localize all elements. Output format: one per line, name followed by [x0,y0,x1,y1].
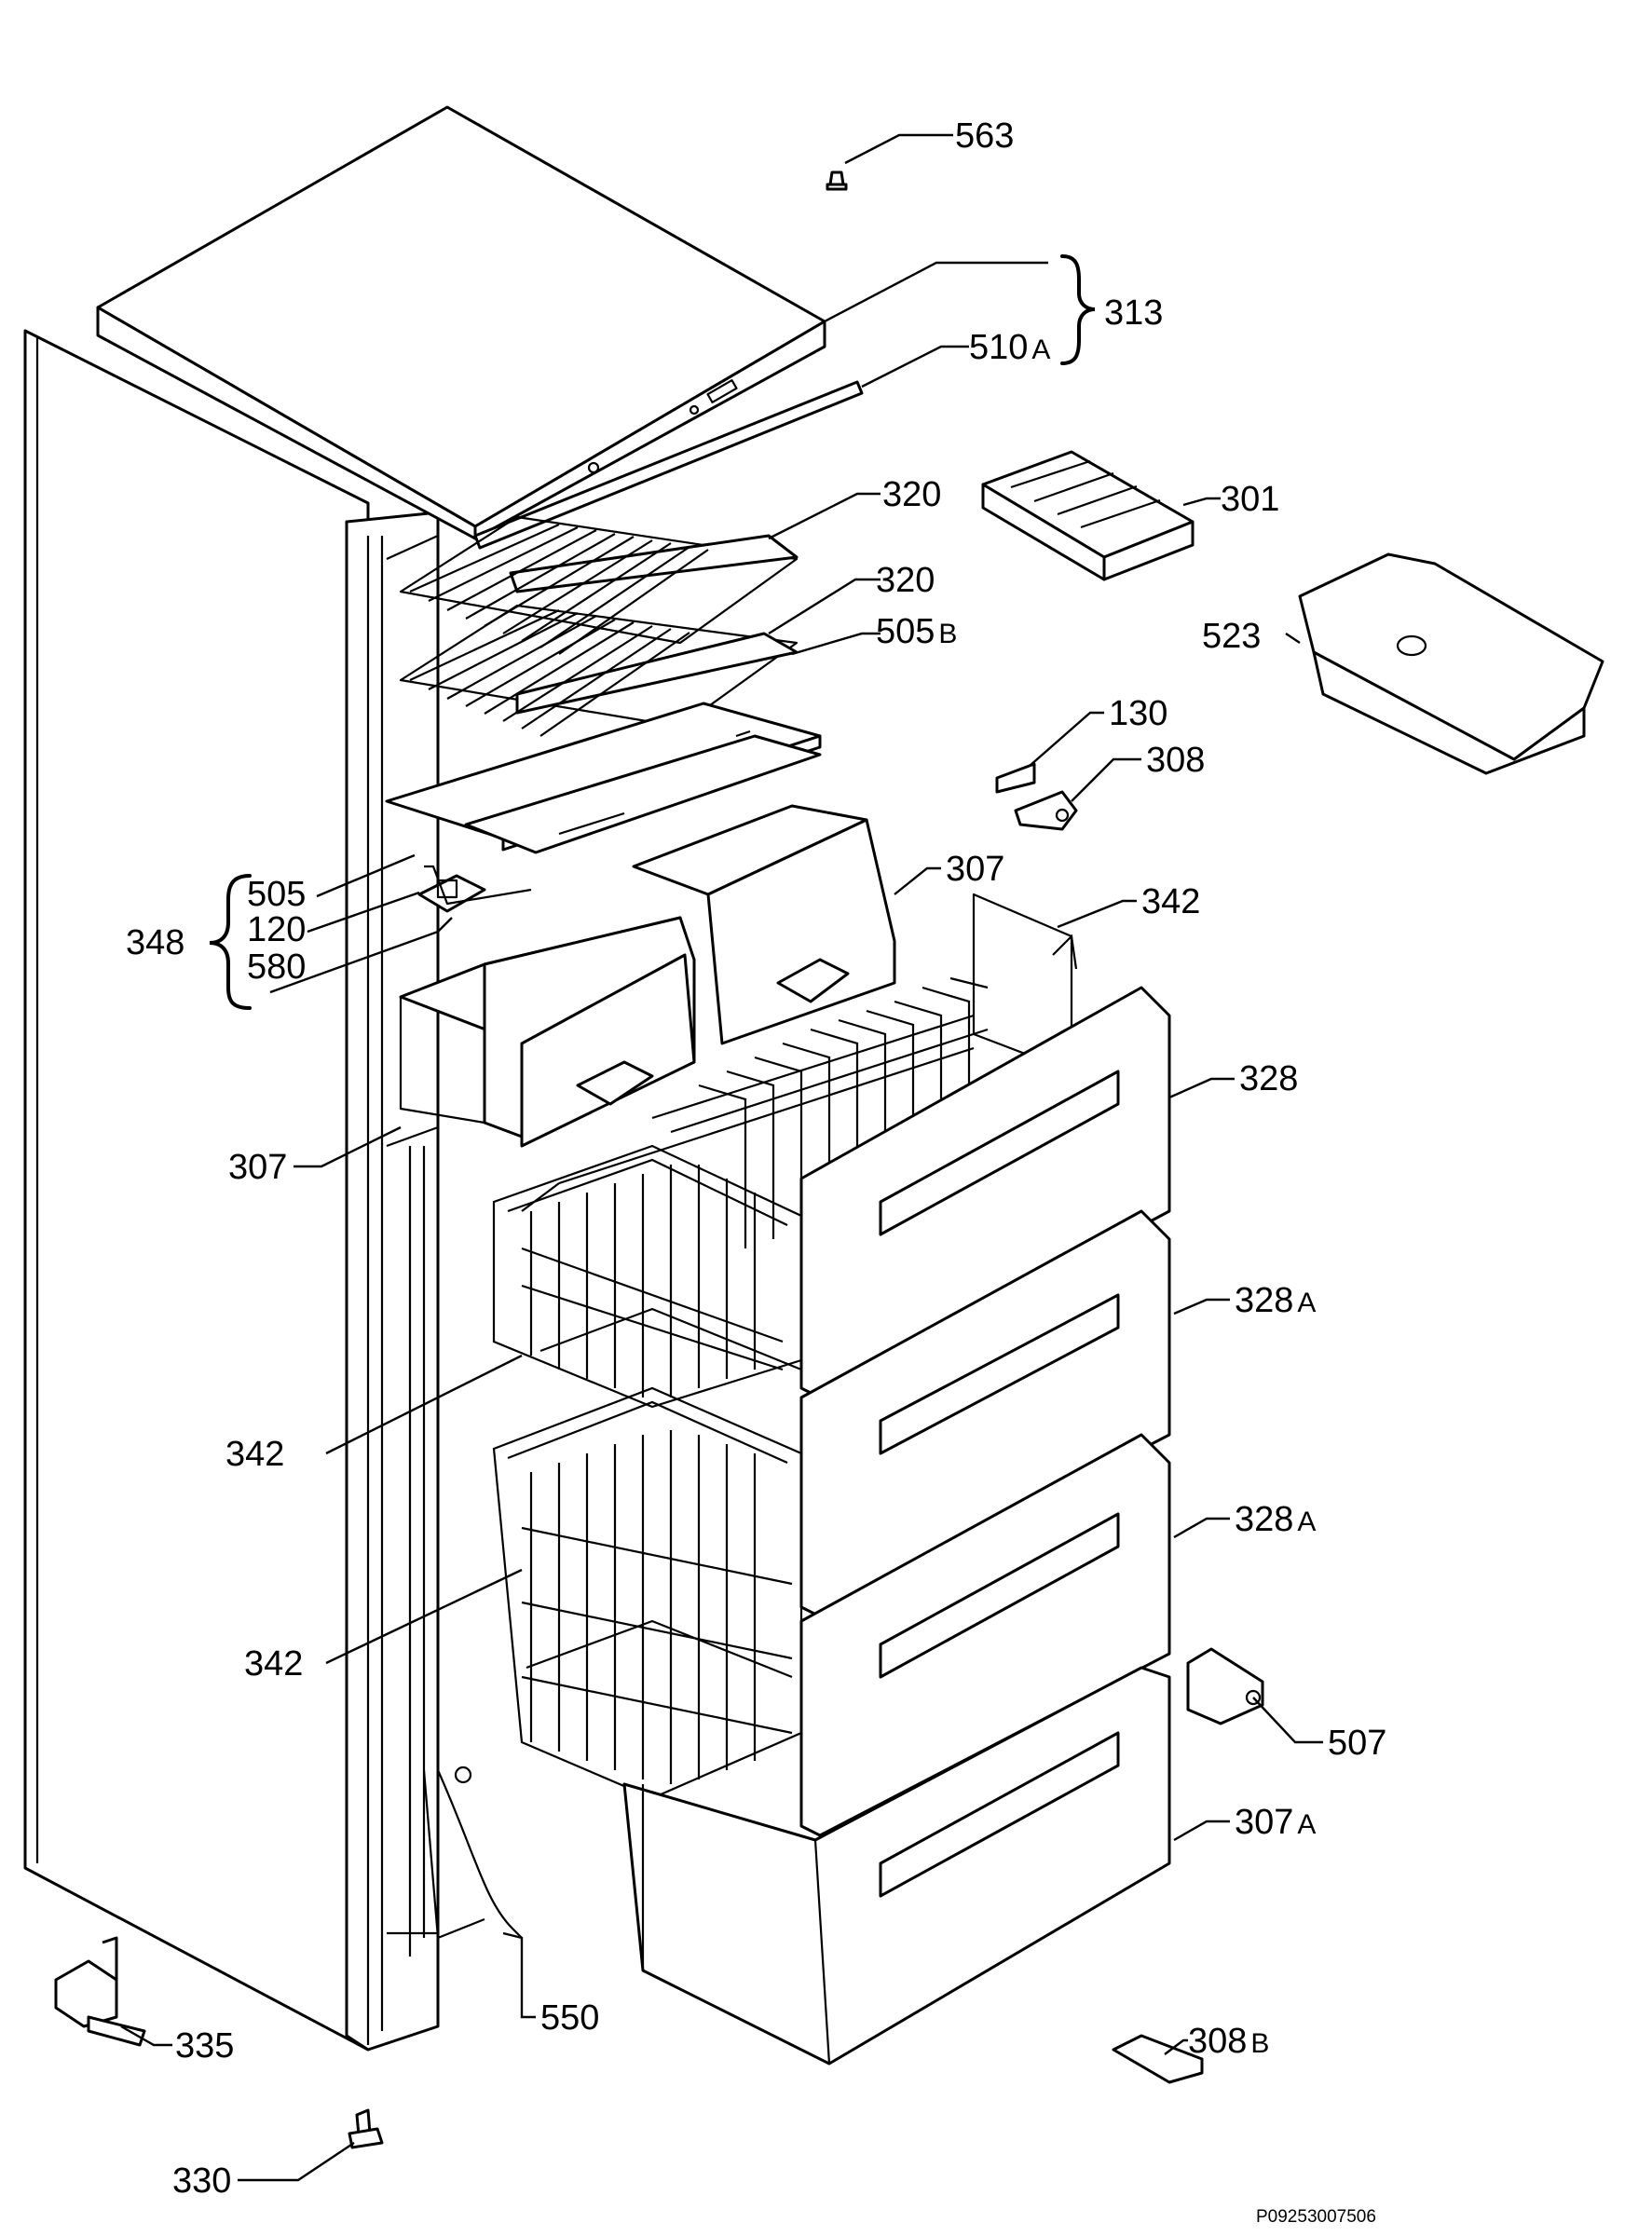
svg-text:130: 130 [1109,694,1167,733]
hinge-335 [54,1936,146,2047]
svg-text:320: 320 [882,475,941,514]
label-307-right: 307 [946,850,1004,889]
label-330: 330 [172,2161,231,2201]
svg-text:308: 308 [1146,741,1205,780]
label-328a-upper: 328 [1235,1281,1293,1320]
svg-text:550: 550 [540,1998,599,2038]
brace-348 [209,874,252,1010]
drawer-front-328 [799,986,1171,1399]
svg-text:342: 342 [244,1644,303,1684]
label-301: 301 [1221,480,1279,519]
svg-text:580: 580 [247,948,306,987]
ice-bin-523 [1298,552,1604,775]
label-580: 580 [247,948,306,987]
svg-text:301: 301 [1221,480,1279,519]
bracket-308b [1112,2034,1204,2084]
label-342-top: 342 [1141,882,1200,921]
label-307-left: 307 [228,1148,287,1187]
latch-507 [1186,1647,1264,1725]
label-120: 120 [247,910,306,949]
svg-text:313: 313 [1104,293,1163,333]
svg-text:523: 523 [1202,617,1261,656]
drawer-307-right [632,804,896,1045]
label-328: 328 [1239,1059,1298,1098]
label-335: 335 [175,2026,234,2066]
label-348: 348 [126,923,184,962]
figure-code: P09253007506 [1256,2207,1376,2227]
screw-563 [826,170,848,191]
drawer-front-328a-lower [799,1433,1171,1837]
label-320-lower: 320 [876,561,935,600]
ice-cube-tray [981,450,1195,581]
label-308b: 308 [1188,2022,1247,2061]
label-320-upper: 320 [882,475,941,514]
label-507: 507 [1328,1724,1386,1763]
label-307a: 307 [1235,1803,1293,1842]
svg-text:335: 335 [175,2026,234,2066]
hinge-308 [1014,790,1078,831]
svg-text:505: 505 [247,875,306,914]
label-308: 308 [1146,741,1205,780]
brace-313 [1060,254,1096,365]
hinge-130 [995,762,1036,794]
label-342-bottom: 342 [244,1644,303,1684]
label-342-middle: 342 [225,1435,284,1474]
control-panel-120 [417,874,486,913]
label-523: 523 [1202,617,1261,656]
crisper-cover [464,734,822,854]
drawer-front-328a-upper [799,1209,1171,1618]
svg-text:507: 507 [1328,1724,1386,1763]
svg-text:320: 320 [876,561,935,600]
label-328a-lower: 328 [1235,1500,1293,1539]
label-510a: 510 [969,328,1028,367]
wire-shelf-lower [399,604,799,737]
svg-text:330: 330 [172,2161,231,2201]
svg-text:307: 307 [228,1148,287,1187]
drawer-307-left [399,916,696,1148]
svg-text:348: 348 [126,923,184,962]
svg-text:120: 120 [247,910,306,949]
svg-text:342: 342 [225,1435,284,1474]
leader-lines [120,133,1323,2182]
label-563: 563 [955,116,1014,156]
label-505: 505 [247,875,306,914]
svg-text:563: 563 [955,116,1014,156]
wire-basket-top [521,893,1078,1248]
cabinet-body [23,329,523,2052]
drawer-307a [622,1666,1171,2066]
svg-text:307: 307 [946,850,1004,889]
label-550: 550 [540,1998,599,2038]
wire-shelf-upper [399,515,799,655]
wire-basket-bottom [492,1386,803,1800]
svg-text:328: 328 [1239,1059,1298,1098]
label-313: 313 [1104,293,1163,333]
svg-text:342: 342 [1141,882,1200,921]
label-505b: 505 [876,612,935,651]
foot-330 [348,2108,384,2149]
label-130: 130 [1109,694,1167,733]
top-trim-strip [473,380,864,550]
wire-basket-middle [492,1144,803,1409]
panel-580 [424,865,532,906]
